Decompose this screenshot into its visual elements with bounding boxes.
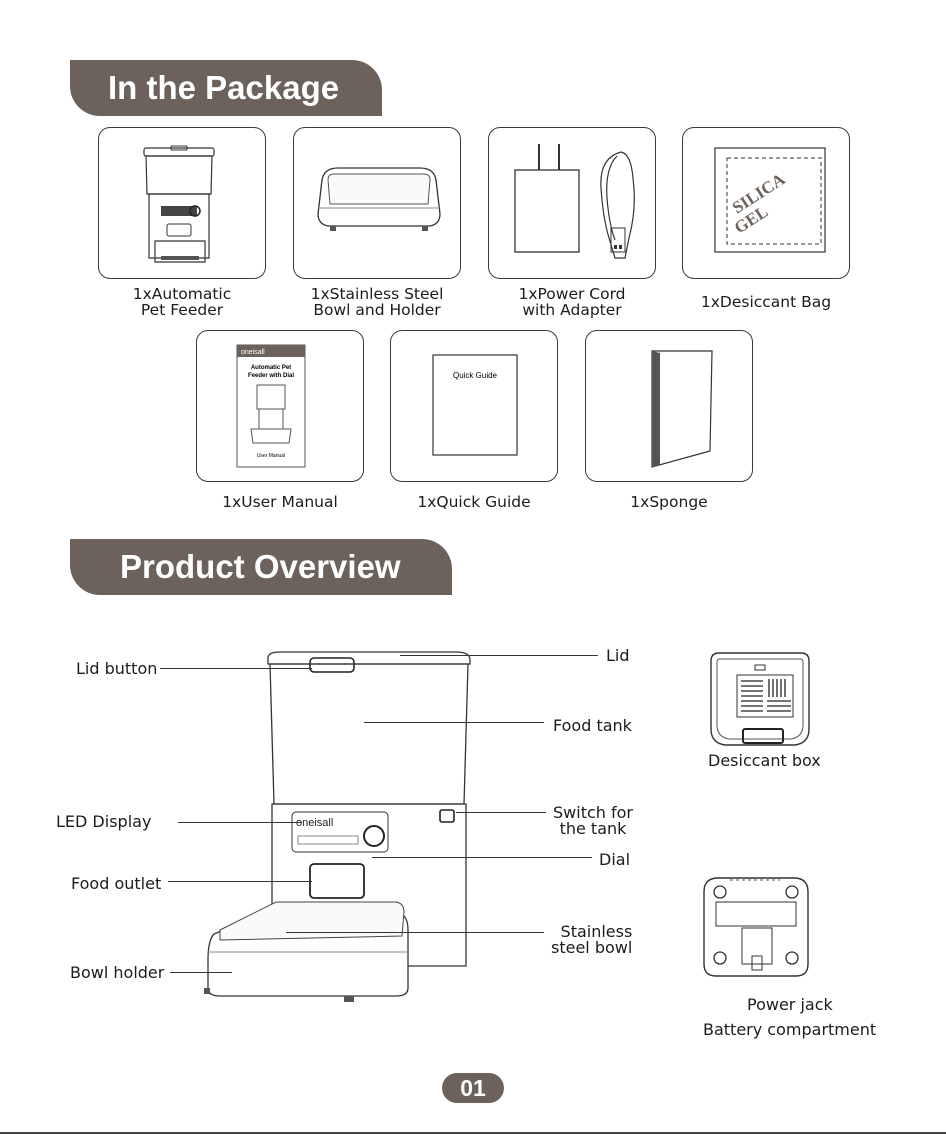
bowl-holder-illustration xyxy=(317,167,441,231)
caption-power-cord: 1xPower Cord with Adapter xyxy=(482,286,662,318)
callout-led-display: LED Display xyxy=(56,812,152,831)
card-desiccant: SILICA GEL xyxy=(682,127,850,279)
caption-pet-feeder: 1xAutomatic Pet Feeder xyxy=(92,286,272,318)
manual-title-2: Feeder with Dial xyxy=(248,373,294,379)
power-adapter-illustration xyxy=(514,144,635,259)
callout-switch: Switch for the tank xyxy=(553,805,633,837)
user-manual-illustration: oneisall Automatic Pet Feeder with Dial … xyxy=(236,344,306,468)
card-bowl xyxy=(293,127,461,279)
caption-line: Bowl and Holder xyxy=(313,301,441,319)
caption-line: Pet Feeder xyxy=(140,301,224,319)
callout-food-tank: Food tank xyxy=(553,716,632,735)
bottom-rule xyxy=(0,1132,946,1134)
leader-line xyxy=(456,812,546,813)
caption-line: 1xQuick Guide xyxy=(417,493,531,511)
card-quick-guide: Quick Guide xyxy=(390,330,558,482)
caption-line: 1xPower Cord xyxy=(518,285,626,303)
callout-line: steel bowl xyxy=(551,938,633,957)
leader-line xyxy=(178,822,302,823)
leader-line xyxy=(286,932,544,933)
desiccant-bag-illustration: SILICA GEL xyxy=(714,147,826,253)
caption-quick-guide: 1xQuick Guide xyxy=(384,494,564,510)
callout-stainless-bowl: Stainless steel bowl xyxy=(551,924,632,956)
device-brand: oneisall xyxy=(296,817,333,829)
label-power-jack: Power jack xyxy=(747,995,833,1014)
caption-line: 1xDesiccant Bag xyxy=(700,293,832,311)
leader-line xyxy=(372,857,592,858)
card-user-manual: oneisall Automatic Pet Feeder with Dial … xyxy=(196,330,364,482)
label-battery-compartment: Battery compartment xyxy=(703,1020,877,1039)
leader-line xyxy=(168,881,312,882)
leader-line xyxy=(364,722,544,723)
card-sponge xyxy=(585,330,753,482)
caption-user-manual: 1xUser Manual xyxy=(190,494,370,510)
manual-footer: User Manual xyxy=(257,453,285,459)
callout-bowl-holder: Bowl holder xyxy=(70,963,165,982)
caption-desiccant: 1xDesiccant Bag xyxy=(676,294,856,310)
callout-dial: Dial xyxy=(599,850,631,869)
caption-line: 1xAutomatic xyxy=(132,285,232,303)
caption-line: 1xStainless Steel xyxy=(310,285,444,303)
caption-bowl: 1xStainless Steel Bowl and Holder xyxy=(287,286,467,318)
callout-lid: Lid xyxy=(606,646,630,665)
callout-line: Switch for xyxy=(553,803,633,822)
overview-section-title: Product Overview xyxy=(70,539,452,595)
caption-line: 1xUser Manual xyxy=(222,493,338,511)
manual-brand: oneisall xyxy=(241,349,265,356)
callout-line: the tank xyxy=(559,819,627,838)
feeder-front-diagram: oneisall xyxy=(204,651,471,1002)
package-section-title: In the Package xyxy=(70,60,382,116)
quick-guide-label: Quick Guide xyxy=(453,371,498,380)
leader-line xyxy=(400,655,598,656)
pet-feeder-illustration xyxy=(143,145,215,263)
feeder-bottom-diagram xyxy=(703,877,809,977)
leader-line xyxy=(170,972,232,973)
caption-line: 1xSponge xyxy=(630,493,708,511)
callout-lid-button: Lid button xyxy=(76,659,158,678)
desiccant-box-diagram xyxy=(710,652,810,746)
page-number: 01 xyxy=(442,1073,504,1103)
caption-line: with Adapter xyxy=(522,301,622,319)
leader-line xyxy=(160,668,312,669)
caption-sponge: 1xSponge xyxy=(579,494,759,510)
card-power-cord xyxy=(488,127,656,279)
manual-title-1: Automatic Pet xyxy=(251,365,291,371)
sponge-illustration xyxy=(651,350,713,468)
label-desiccant-box: Desiccant box xyxy=(708,751,821,770)
callout-line: Stainless xyxy=(560,922,633,941)
callout-food-outlet: Food outlet xyxy=(71,874,162,893)
card-pet-feeder xyxy=(98,127,266,279)
quick-guide-illustration: Quick Guide xyxy=(432,354,518,456)
